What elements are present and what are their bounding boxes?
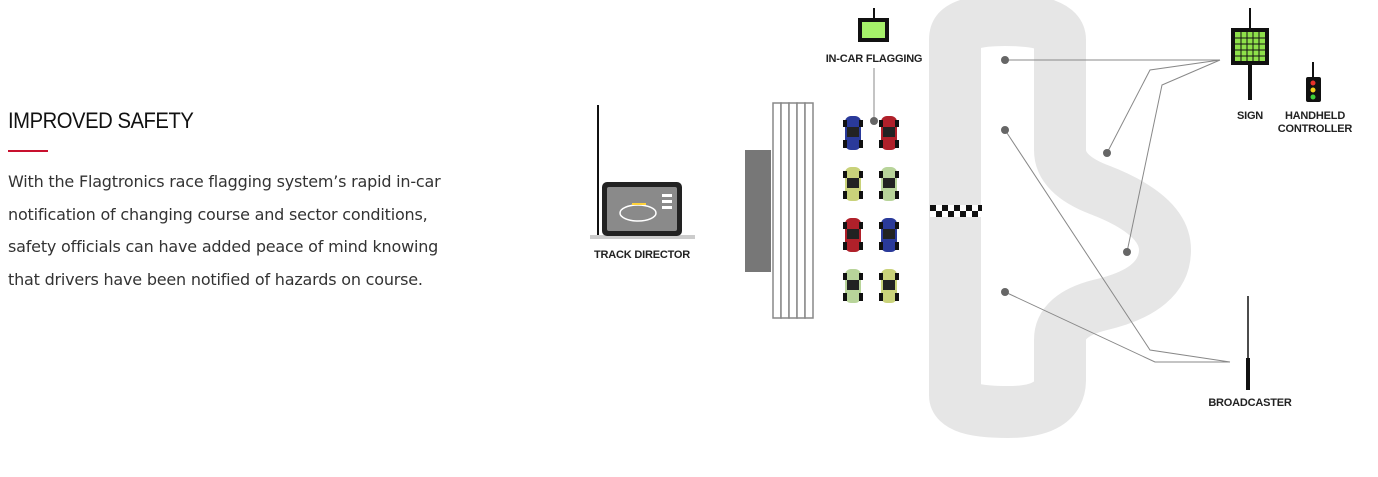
sign-icon: [1231, 8, 1269, 100]
checkered-line: [930, 205, 982, 217]
label-handheld-line2: CONTROLLER: [1278, 123, 1353, 135]
handheld-controller-icon: [1306, 62, 1321, 102]
race-car: [843, 218, 863, 252]
pit-building: [745, 150, 771, 272]
label-in-car-flagging: IN-CAR FLAGGING: [826, 53, 923, 65]
label-sign: SIGN: [1237, 110, 1263, 122]
pit-lanes: [772, 102, 814, 319]
race-car: [879, 116, 899, 150]
label-broadcaster: BROADCASTER: [1208, 397, 1292, 409]
broadcaster-antenna-icon: [1246, 296, 1250, 390]
race-car: [843, 269, 863, 303]
label-handheld-line1: HANDHELD: [1285, 110, 1345, 122]
accent-divider: [8, 150, 48, 152]
broadcaster-connections: [1004, 129, 1231, 363]
section-heading: IMPROVED SAFETY: [8, 108, 194, 133]
label-track-director: TRACK DIRECTOR: [594, 249, 690, 261]
track-nodes: [1001, 56, 1131, 296]
race-car: [879, 218, 899, 252]
text-column: IMPROVED SAFETY With the Flagtronics rac…: [8, 108, 468, 296]
race-car: [879, 269, 899, 303]
race-car: [879, 167, 899, 201]
track-director-tablet-icon: [590, 105, 695, 239]
race-car: [843, 116, 863, 150]
section-body: With the Flagtronics race flagging syste…: [8, 172, 441, 289]
race-car: [843, 167, 863, 201]
race-track: [929, 0, 1191, 438]
sign-connections: [1005, 59, 1221, 253]
in-car-display-icon: [858, 8, 889, 125]
